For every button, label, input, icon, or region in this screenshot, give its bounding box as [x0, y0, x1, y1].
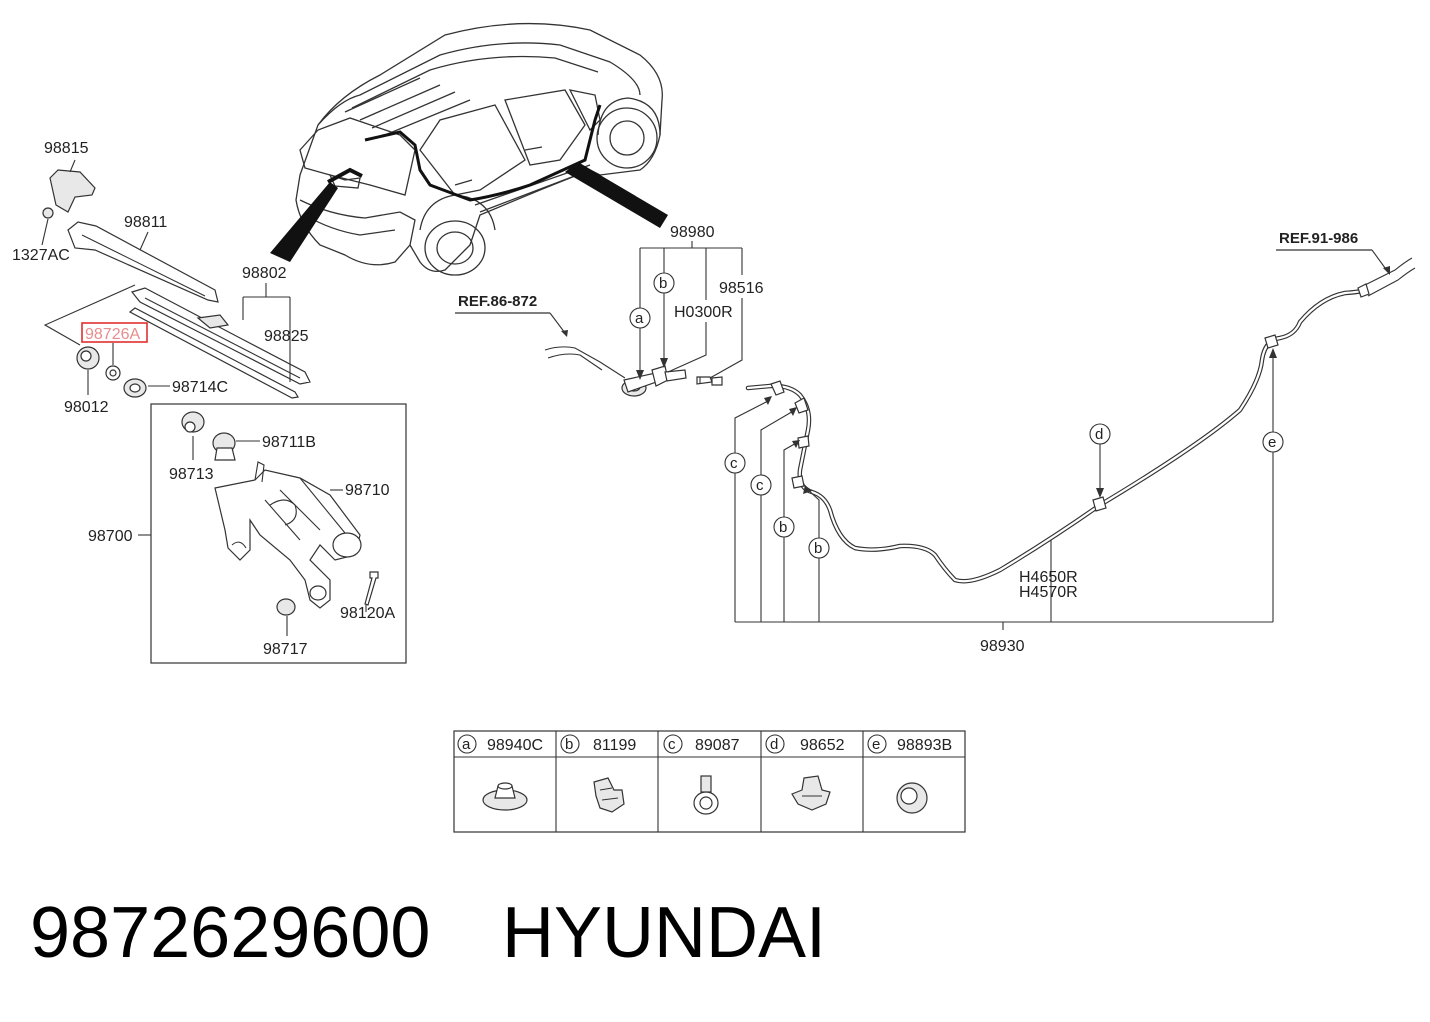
- label-98717: 98717: [263, 641, 308, 658]
- vehicle-illustration: [270, 22, 668, 276]
- legend-table: a 98940C b 81199 c 89087 d 98652: [453, 730, 966, 833]
- joint-98516: [696, 376, 713, 385]
- label-98980: 98980: [670, 224, 715, 241]
- callout-e-letter: e: [1268, 434, 1276, 451]
- label-98811: 98811: [124, 214, 167, 231]
- label-98516: 98516: [719, 280, 764, 297]
- hose-grommet-e: [1264, 334, 1279, 349]
- callout-c-1-letter: c: [730, 455, 738, 472]
- motor-box: 98700 98713 98711B 98710 98120A 9871: [88, 403, 407, 664]
- label-98700: 98700: [88, 528, 133, 545]
- legend-item-b: b 81199: [560, 734, 636, 813]
- washer-hose: REF.91-986 c c b b d: [724, 230, 1416, 655]
- cap-98815: [49, 169, 96, 213]
- legend-icon-d: [791, 775, 831, 811]
- label-H0300R: H0300R: [674, 304, 733, 321]
- callout-a-letter: a: [635, 310, 644, 327]
- wiper-motor-98710: [214, 461, 362, 609]
- label-98802: 98802: [242, 265, 287, 282]
- label-98012: 98012: [64, 399, 109, 416]
- label-98714C: 98714C: [172, 379, 228, 396]
- legend-letter-a: a: [462, 736, 471, 753]
- legend-letter-b: b: [565, 736, 573, 753]
- blade-refill-98825: [128, 307, 299, 399]
- ref-86-872[interactable]: REF.86-872: [458, 293, 537, 310]
- hose-clip-b2: [791, 475, 805, 489]
- callout-b-1-letter: b: [779, 519, 787, 536]
- label-98726A: 98726A: [85, 326, 140, 343]
- legend-item-d: d 98652: [765, 734, 845, 811]
- brand-name: HYUNDAI: [502, 893, 826, 973]
- wiper-arm-98811: [67, 221, 219, 303]
- hose-connector-group: REF.86-872 98980 a b H0300R 98516: [455, 224, 764, 397]
- legend-icon-b: [593, 777, 625, 813]
- legend-part-c: 89087: [695, 737, 740, 754]
- bolt-98120A: [364, 571, 379, 606]
- highlight-box-98726A: [81, 322, 148, 343]
- wiper-arm-group: 98815 1327AC 98811 98802 98825 98726A 98…: [12, 140, 311, 416]
- callout-d-letter: d: [1095, 426, 1103, 443]
- legend-letter-d: d: [770, 736, 778, 753]
- label-98930: 98930: [980, 638, 1025, 655]
- legend-letter-e: e: [872, 736, 880, 753]
- legend-part-d: 98652: [800, 737, 845, 754]
- label-98710: 98710: [345, 482, 390, 499]
- legend-letter-c: c: [668, 736, 676, 753]
- legend-icon-c: [700, 775, 712, 793]
- legend-item-e: e 98893B: [867, 734, 952, 814]
- hose-clip-c1: [770, 380, 785, 396]
- legend-part-a: 98940C: [487, 737, 543, 754]
- legend-item-a: a 98940C: [457, 734, 543, 811]
- ref-91-986[interactable]: REF.91-986: [1279, 230, 1358, 247]
- label-98825: 98825: [264, 328, 309, 345]
- hose-clip-b1: [797, 435, 810, 449]
- hose-clip-c2: [794, 397, 809, 414]
- label-98711B: 98711B: [262, 434, 316, 451]
- label-98713: 98713: [169, 466, 214, 483]
- footer-band: [0, 848, 1430, 1017]
- callout-b-letter: b: [659, 275, 667, 292]
- nut-1327AC: [42, 207, 54, 219]
- legend-part-b: 81199: [593, 737, 636, 754]
- part-number: 9872629600: [30, 893, 430, 973]
- legend-item-c: c 89087: [663, 734, 740, 815]
- grommet-98717: [276, 598, 296, 616]
- callout-b-2-letter: b: [814, 540, 822, 557]
- label-1327AC: 1327AC: [12, 247, 70, 264]
- label-98815: 98815: [44, 140, 89, 157]
- label-H4650R: H4650R: [1019, 569, 1078, 586]
- legend-part-e: 98893B: [897, 737, 952, 754]
- label-98120A: 98120A: [340, 605, 395, 622]
- callout-c-2-letter: c: [756, 477, 764, 494]
- hose-clip-d: [1092, 496, 1107, 512]
- label-H4570R: H4570R: [1019, 584, 1078, 601]
